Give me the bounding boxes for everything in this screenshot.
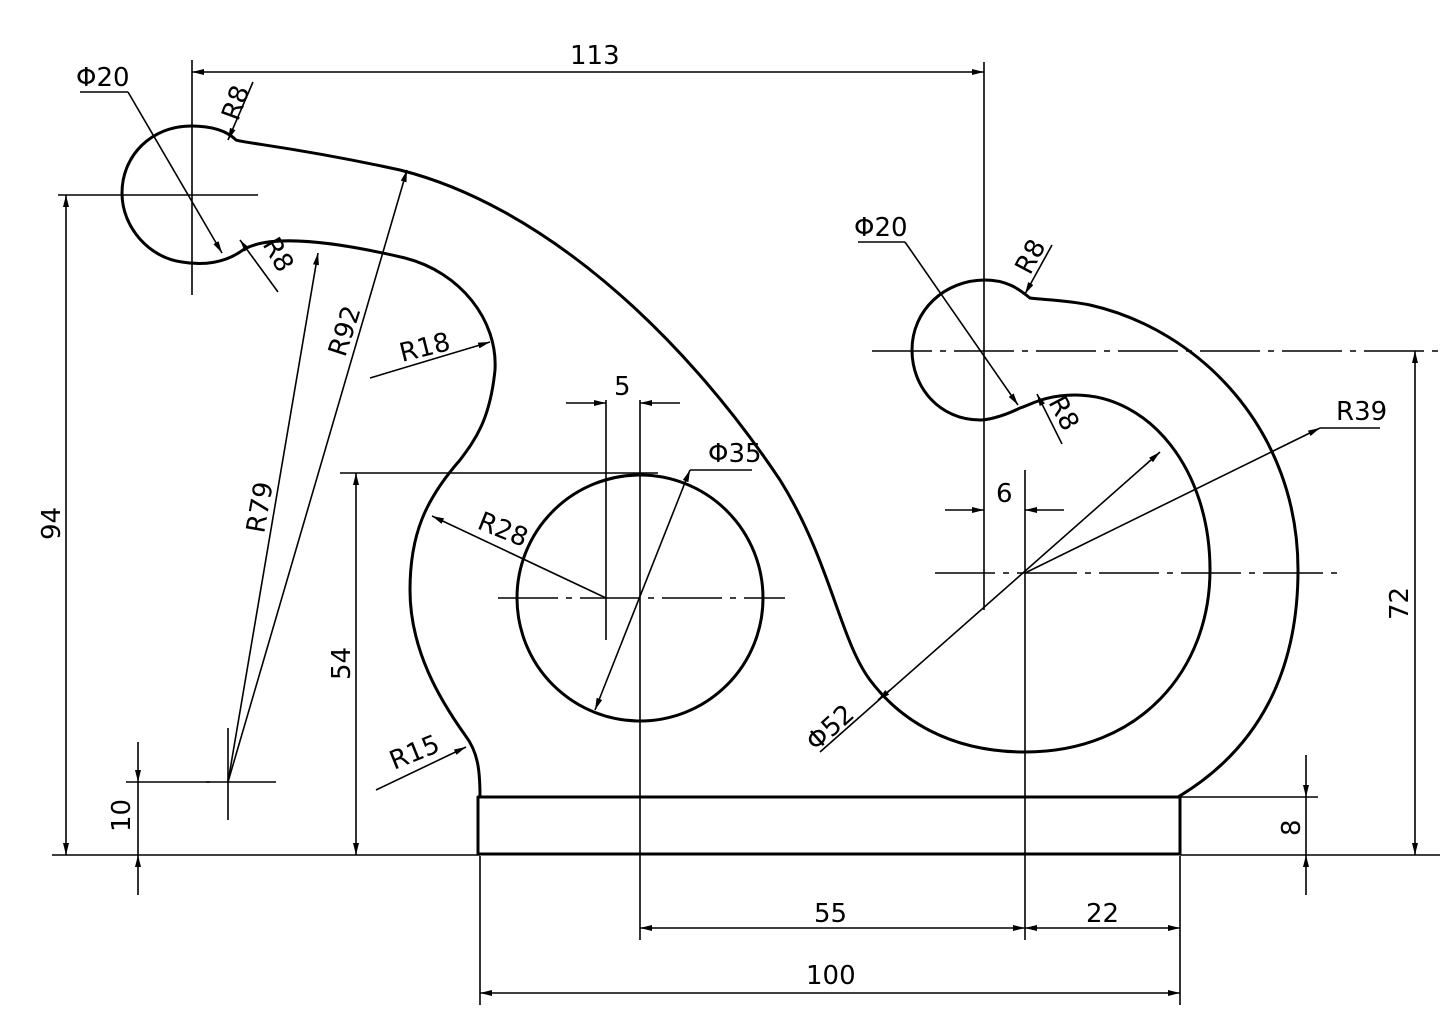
dim-54: 54: [327, 647, 357, 680]
dim-r39: R39: [1336, 397, 1387, 427]
dim-phi20-right: Φ20: [854, 213, 908, 243]
dim-phi52: Φ52: [801, 699, 861, 757]
dim-r92: R92: [323, 302, 367, 360]
dim-55: 55: [814, 899, 847, 929]
dim-phi20-left: Φ20: [76, 63, 130, 93]
dim-5: 5: [614, 372, 631, 402]
dim-r8-c: R8: [1010, 235, 1053, 280]
dim-94: 94: [37, 507, 67, 540]
dim-r15: R15: [385, 730, 444, 777]
extension-lines: [52, 472, 1440, 1005]
dimension-lines: [63, 69, 1418, 996]
dim-100: 100: [806, 961, 856, 991]
dim-r79: R79: [241, 480, 279, 536]
dim-72: 72: [1385, 587, 1415, 620]
dim-r18: R18: [396, 327, 453, 368]
dim-r28: R28: [473, 507, 532, 554]
dim-113: 113: [570, 41, 620, 71]
dim-10: 10: [107, 799, 137, 832]
dim-6: 6: [996, 479, 1013, 509]
dim-8: 8: [1277, 819, 1307, 836]
center-lines: [58, 60, 1440, 940]
dim-phi35: Φ35: [708, 439, 762, 469]
part-outline: [120, 124, 1300, 856]
dimension-labels: 113 Φ20 Φ20 R8 R8 R8 R8 R92 R18 R79 R28 …: [37, 41, 1415, 991]
dim-22: 22: [1086, 899, 1119, 929]
